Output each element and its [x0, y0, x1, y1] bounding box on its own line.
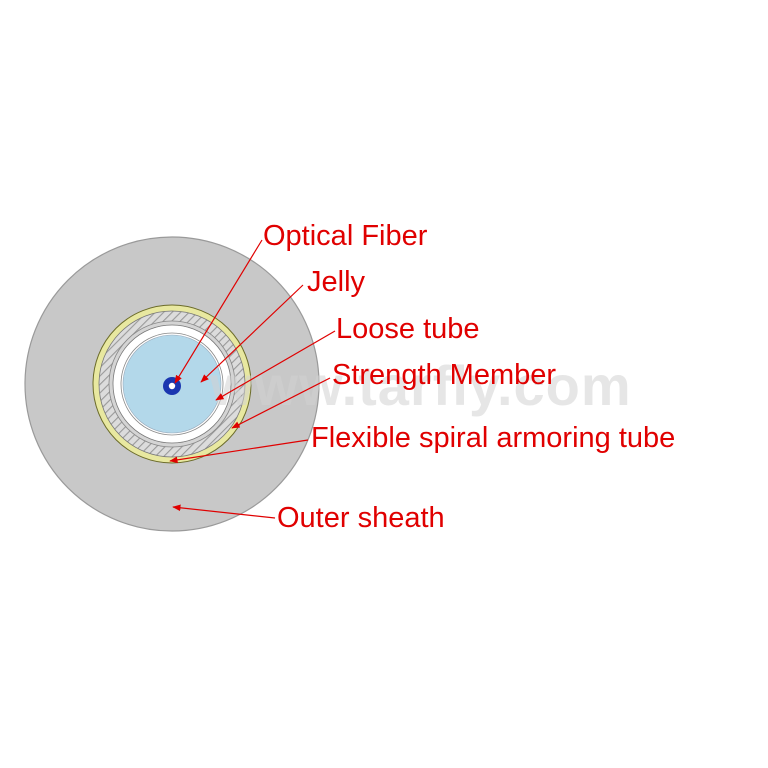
label-jelly: Jelly — [307, 266, 366, 298]
cable-cross-section — [24, 236, 320, 532]
label-loose-tube: Loose tube — [336, 313, 480, 345]
leader-line-loose-tube — [215, 330, 336, 401]
loose-tube-inner-edge — [120, 332, 224, 436]
leader-line-strength-member — [231, 377, 331, 429]
label-armoring-tube: Flexible spiral armoring tube — [311, 422, 675, 454]
leader-line-optical-fiber — [174, 239, 263, 384]
leader-line-outer-sheath — [172, 504, 276, 519]
label-optical-fiber: Optical Fiber — [263, 220, 428, 252]
leader-line-jelly — [200, 284, 304, 383]
watermark: www.tarfly.com — [209, 354, 632, 417]
leader-line-armoring-tube — [169, 439, 309, 464]
label-strength-member: Strength Member — [332, 359, 556, 391]
leader-lines — [169, 239, 336, 519]
label-outer-sheath: Outer sheath — [277, 502, 445, 534]
labels: Optical Fiber Jelly Loose tube Strength … — [263, 220, 675, 534]
optical-fiber-core — [168, 382, 176, 390]
